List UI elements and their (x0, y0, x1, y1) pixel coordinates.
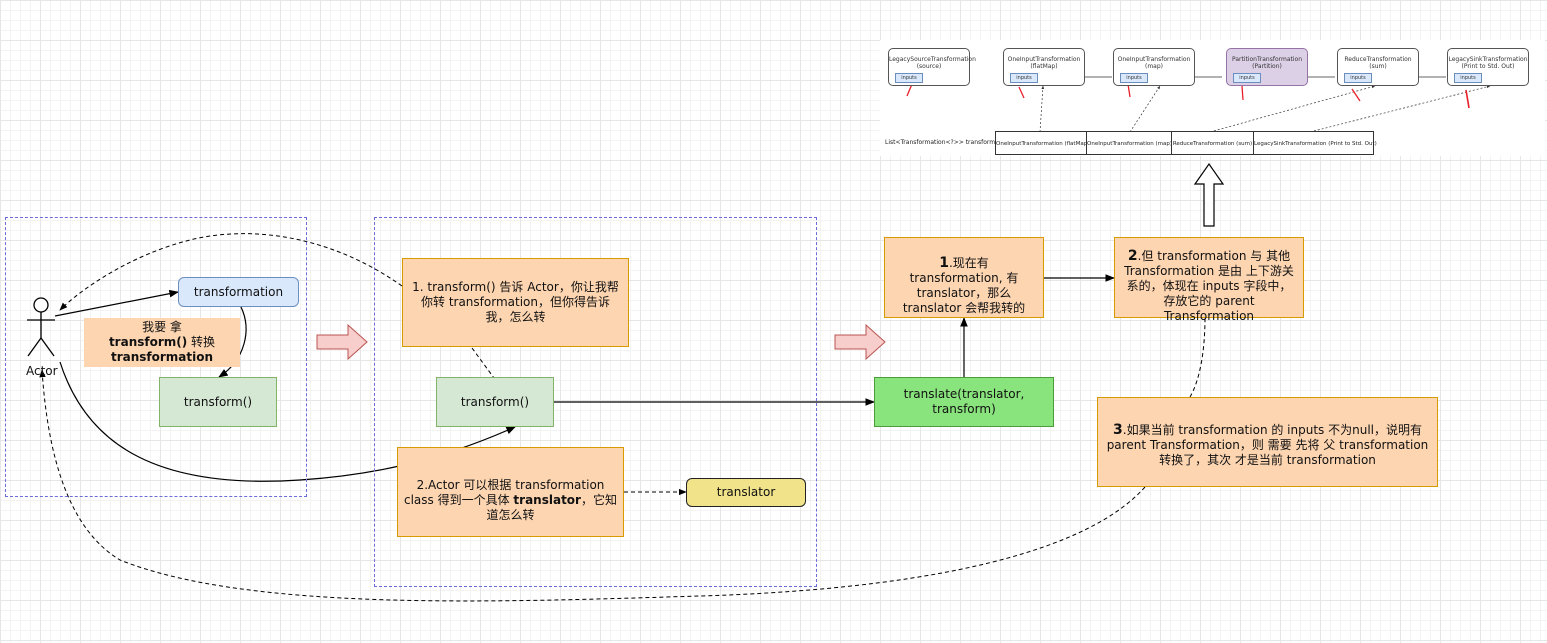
note-r1-text: .现在有 transformation, 有 translator，那么 tra… (902, 256, 1026, 315)
note2-before: 2.Actor 可以根据 transformation class 得到一个具体 (404, 478, 605, 507)
panel-list-cell-0: OneInputTransformation (flatMap) (995, 131, 1089, 155)
transform-node-middle[interactable]: transform() (436, 377, 554, 427)
panel-node-legacy-sink: LegacySinkTransformation (Print to Std. … (1447, 48, 1529, 86)
want-note-line2: transform() (108, 335, 188, 349)
note-actor-get-translator: 2.Actor 可以根据 transformation class 得到一个具体… (397, 447, 624, 537)
hollow-up-arrow (1193, 162, 1225, 227)
panel-node-5-title: LegacySinkTransformation (1448, 56, 1528, 63)
transform-node-left[interactable]: transform() (159, 377, 277, 427)
panel-node-4-title: ReduceTransformation (1344, 56, 1412, 63)
note2-bold: translator (513, 493, 581, 507)
panel-node-0-inputs: inputs (895, 73, 923, 83)
want-note-line4: transformation (110, 350, 214, 364)
panel-node-2-inputs: inputs (1120, 73, 1148, 83)
big-arrow-1 (316, 323, 368, 361)
panel-list-label: List<Transformation<?>> transformations: (885, 139, 1016, 146)
translate-node[interactable]: translate(translator, transform) (874, 377, 1054, 427)
panel-node-2-title: OneInputTransformation (1117, 56, 1191, 63)
note-r3-text: .如果当前 transformation 的 inputs 不为null，说明有… (1106, 423, 1429, 467)
actor-figure (27, 297, 55, 357)
frame-left (5, 217, 307, 497)
link-note1-transform (471, 347, 495, 379)
transformation-graph-panel: LegacySourceTransformation (source) inpu… (880, 40, 1545, 156)
panel-node-0-sub: (source) (916, 63, 942, 70)
translator-node[interactable]: translator (686, 478, 806, 507)
frame-middle (374, 217, 817, 587)
panel-node-5-sub: (Print to Std. Out) (1461, 63, 1515, 70)
panel-node-map: OneInputTransformation (map) inputs (1113, 48, 1195, 86)
want-note-line1: 我要 拿 (142, 320, 182, 334)
panel-node-0-title: LegacySourceTransformation (889, 56, 976, 63)
note-parent-first: 3.如果当前 transformation 的 inputs 不为null，说明… (1097, 397, 1438, 487)
note-r1-num: 1 (939, 255, 949, 271)
arrow-note1-to-actor (59, 233, 403, 311)
note-now-have-translator: 1.现在有 transformation, 有 translator，那么 tr… (884, 237, 1044, 318)
panel-node-5-inputs: inputs (1454, 73, 1482, 83)
note-upstream-inputs: 2.但 transformation 与 其他 Transformation 是… (1114, 237, 1304, 323)
actor-label: Actor (26, 364, 58, 378)
note-transform-tells-actor: 1. transform() 告诉 Actor，你让我帮你转 transform… (402, 258, 629, 347)
panel-node-1-title: OneInputTransformation (1007, 56, 1081, 63)
transformation-node[interactable]: transformation (178, 277, 299, 307)
arrow-actor-to-transformation (54, 289, 179, 317)
panel-list-cell-3: LegacySinkTransformation (Print to Std. … (1253, 131, 1377, 155)
big-arrow-2 (834, 323, 886, 361)
panel-node-3-title: PartitionTransformation (1231, 56, 1303, 63)
panel-node-4-sub: (sum) (1369, 63, 1387, 70)
panel-connectors (906, 75, 1491, 133)
note-r2-text: .但 transformation 与 其他 Transformation 是由… (1124, 249, 1294, 323)
panel-node-3-inputs: inputs (1233, 73, 1261, 83)
panel-node-1-inputs: inputs (1010, 73, 1038, 83)
panel-node-2-sub: (map) (1144, 63, 1163, 70)
panel-node-legacy-source: LegacySourceTransformation (source) inpu… (888, 48, 976, 86)
panel-list-cell-1: OneInputTransformation (map) (1086, 131, 1172, 155)
panel-node-reduce: ReduceTransformation (sum) inputs (1337, 48, 1419, 86)
link-note3-note2 (1189, 317, 1206, 398)
note-r2-num: 2 (1127, 248, 1138, 264)
panel-list-cell-2: ReduceTransformation (sum) (1171, 131, 1254, 155)
want-transform-note: 我要 拿 transform() 转换 transformation (84, 318, 240, 367)
panel-node-partition: PartitionTransformation (Partition) inpu… (1226, 48, 1308, 86)
arrow-transformation-to-transform (218, 306, 247, 378)
note2-after: ，它知道怎么转 (486, 493, 617, 522)
want-note-line3: 转换 (187, 335, 216, 349)
arrow-note3-to-actor (39, 369, 1146, 602)
note-r3-num: 3 (1113, 422, 1123, 438)
panel-node-flatmap: OneInputTransformation (flatMap) inputs (1003, 48, 1085, 86)
panel-node-4-inputs: inputs (1344, 73, 1372, 83)
panel-node-1-sub: (flatMap) (1030, 63, 1058, 70)
panel-node-3-sub: (Partition) (1252, 63, 1282, 70)
